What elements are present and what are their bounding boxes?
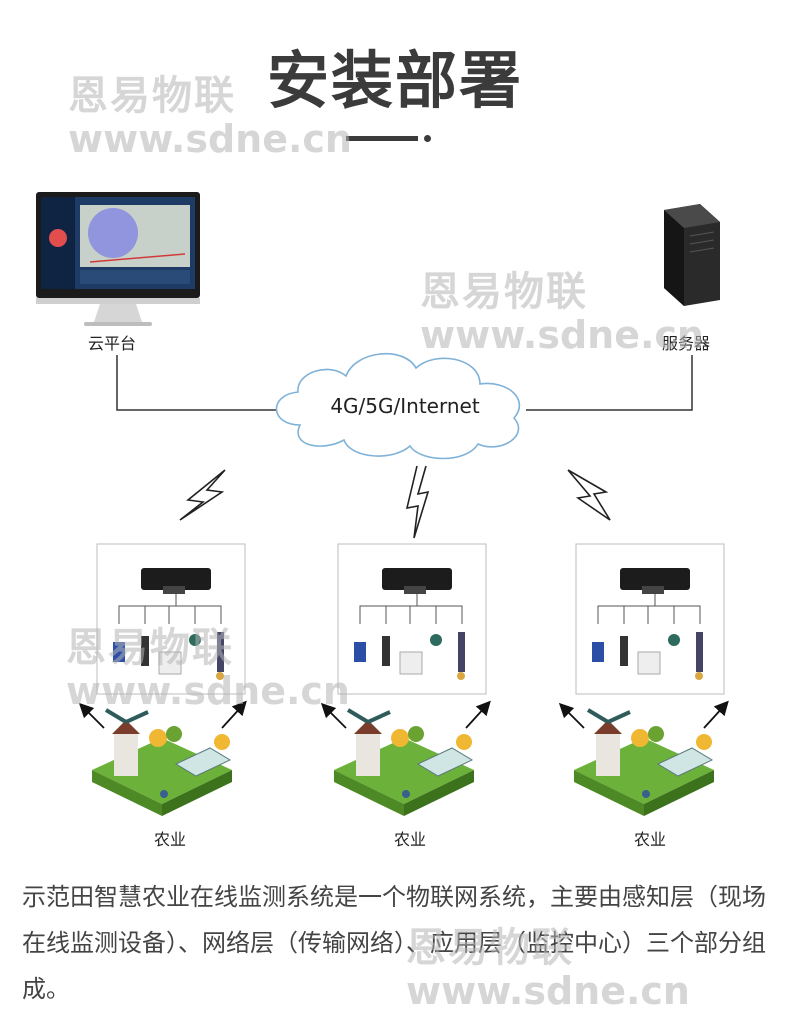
monitor-icon bbox=[36, 192, 200, 326]
field-site-label: 农业 bbox=[634, 830, 667, 849]
server-label: 服务器 bbox=[662, 334, 711, 353]
cloud-platform-label: 云平台 bbox=[88, 334, 137, 353]
farm-illustrations bbox=[92, 708, 714, 816]
title-underline bbox=[346, 136, 418, 141]
lightning-icon bbox=[179, 465, 611, 539]
field-site-label: 农业 bbox=[394, 830, 427, 849]
network-label: 4G/5G/Internet bbox=[330, 394, 480, 418]
server-icon bbox=[664, 204, 720, 306]
title-dot bbox=[424, 135, 431, 142]
cloud-shape bbox=[275, 352, 521, 460]
upload-arrows bbox=[78, 700, 729, 729]
field-site-label: 农业 bbox=[154, 830, 187, 849]
field-sites bbox=[96, 543, 725, 695]
page-title: 安装部署 bbox=[266, 44, 523, 117]
description-text: 示范田智慧农业在线监测系统是一个物联网系统，主要由感知层（现场在线监测设备）、网… bbox=[22, 883, 766, 1003]
